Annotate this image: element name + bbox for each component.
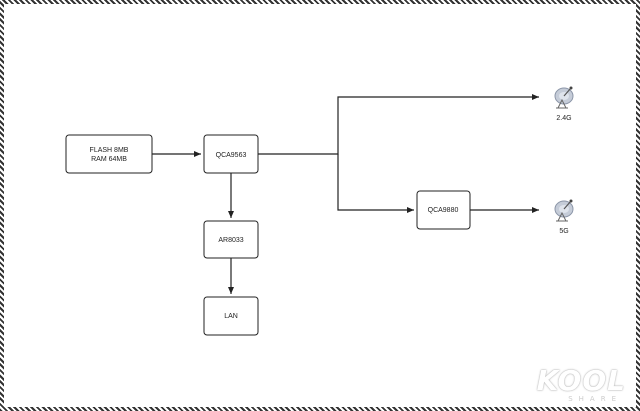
memory-ram-label: RAM 64MB	[91, 156, 127, 163]
node-switch: AR8033	[203, 220, 259, 259]
antenna-5g-label: 5G	[559, 228, 568, 235]
node-radio5g: QCA9880	[416, 190, 471, 230]
soc-label: QCA9563	[216, 152, 247, 159]
node-lan: LAN	[203, 296, 259, 336]
node-memory: FLASH 8MB RAM 64MB	[65, 134, 153, 174]
antenna-24g-label: 2.4G	[556, 115, 571, 122]
edge-soc-to-radio5g	[337, 154, 414, 213]
switch-label: AR8033	[218, 237, 243, 244]
lan-label: LAN	[224, 313, 238, 320]
satellite-dish-icon	[554, 86, 574, 109]
satellite-dish-icon	[554, 199, 574, 222]
radio5g-label: QCA9880	[428, 207, 459, 214]
edge-soc-to-24g-antenna	[258, 94, 539, 155]
koolshare-watermark-sub: SHARE	[568, 395, 622, 403]
memory-flash-label: FLASH 8MB	[90, 147, 129, 154]
koolshare-watermark-logo: KOOL	[536, 364, 626, 397]
node-soc: QCA9563	[203, 134, 259, 174]
